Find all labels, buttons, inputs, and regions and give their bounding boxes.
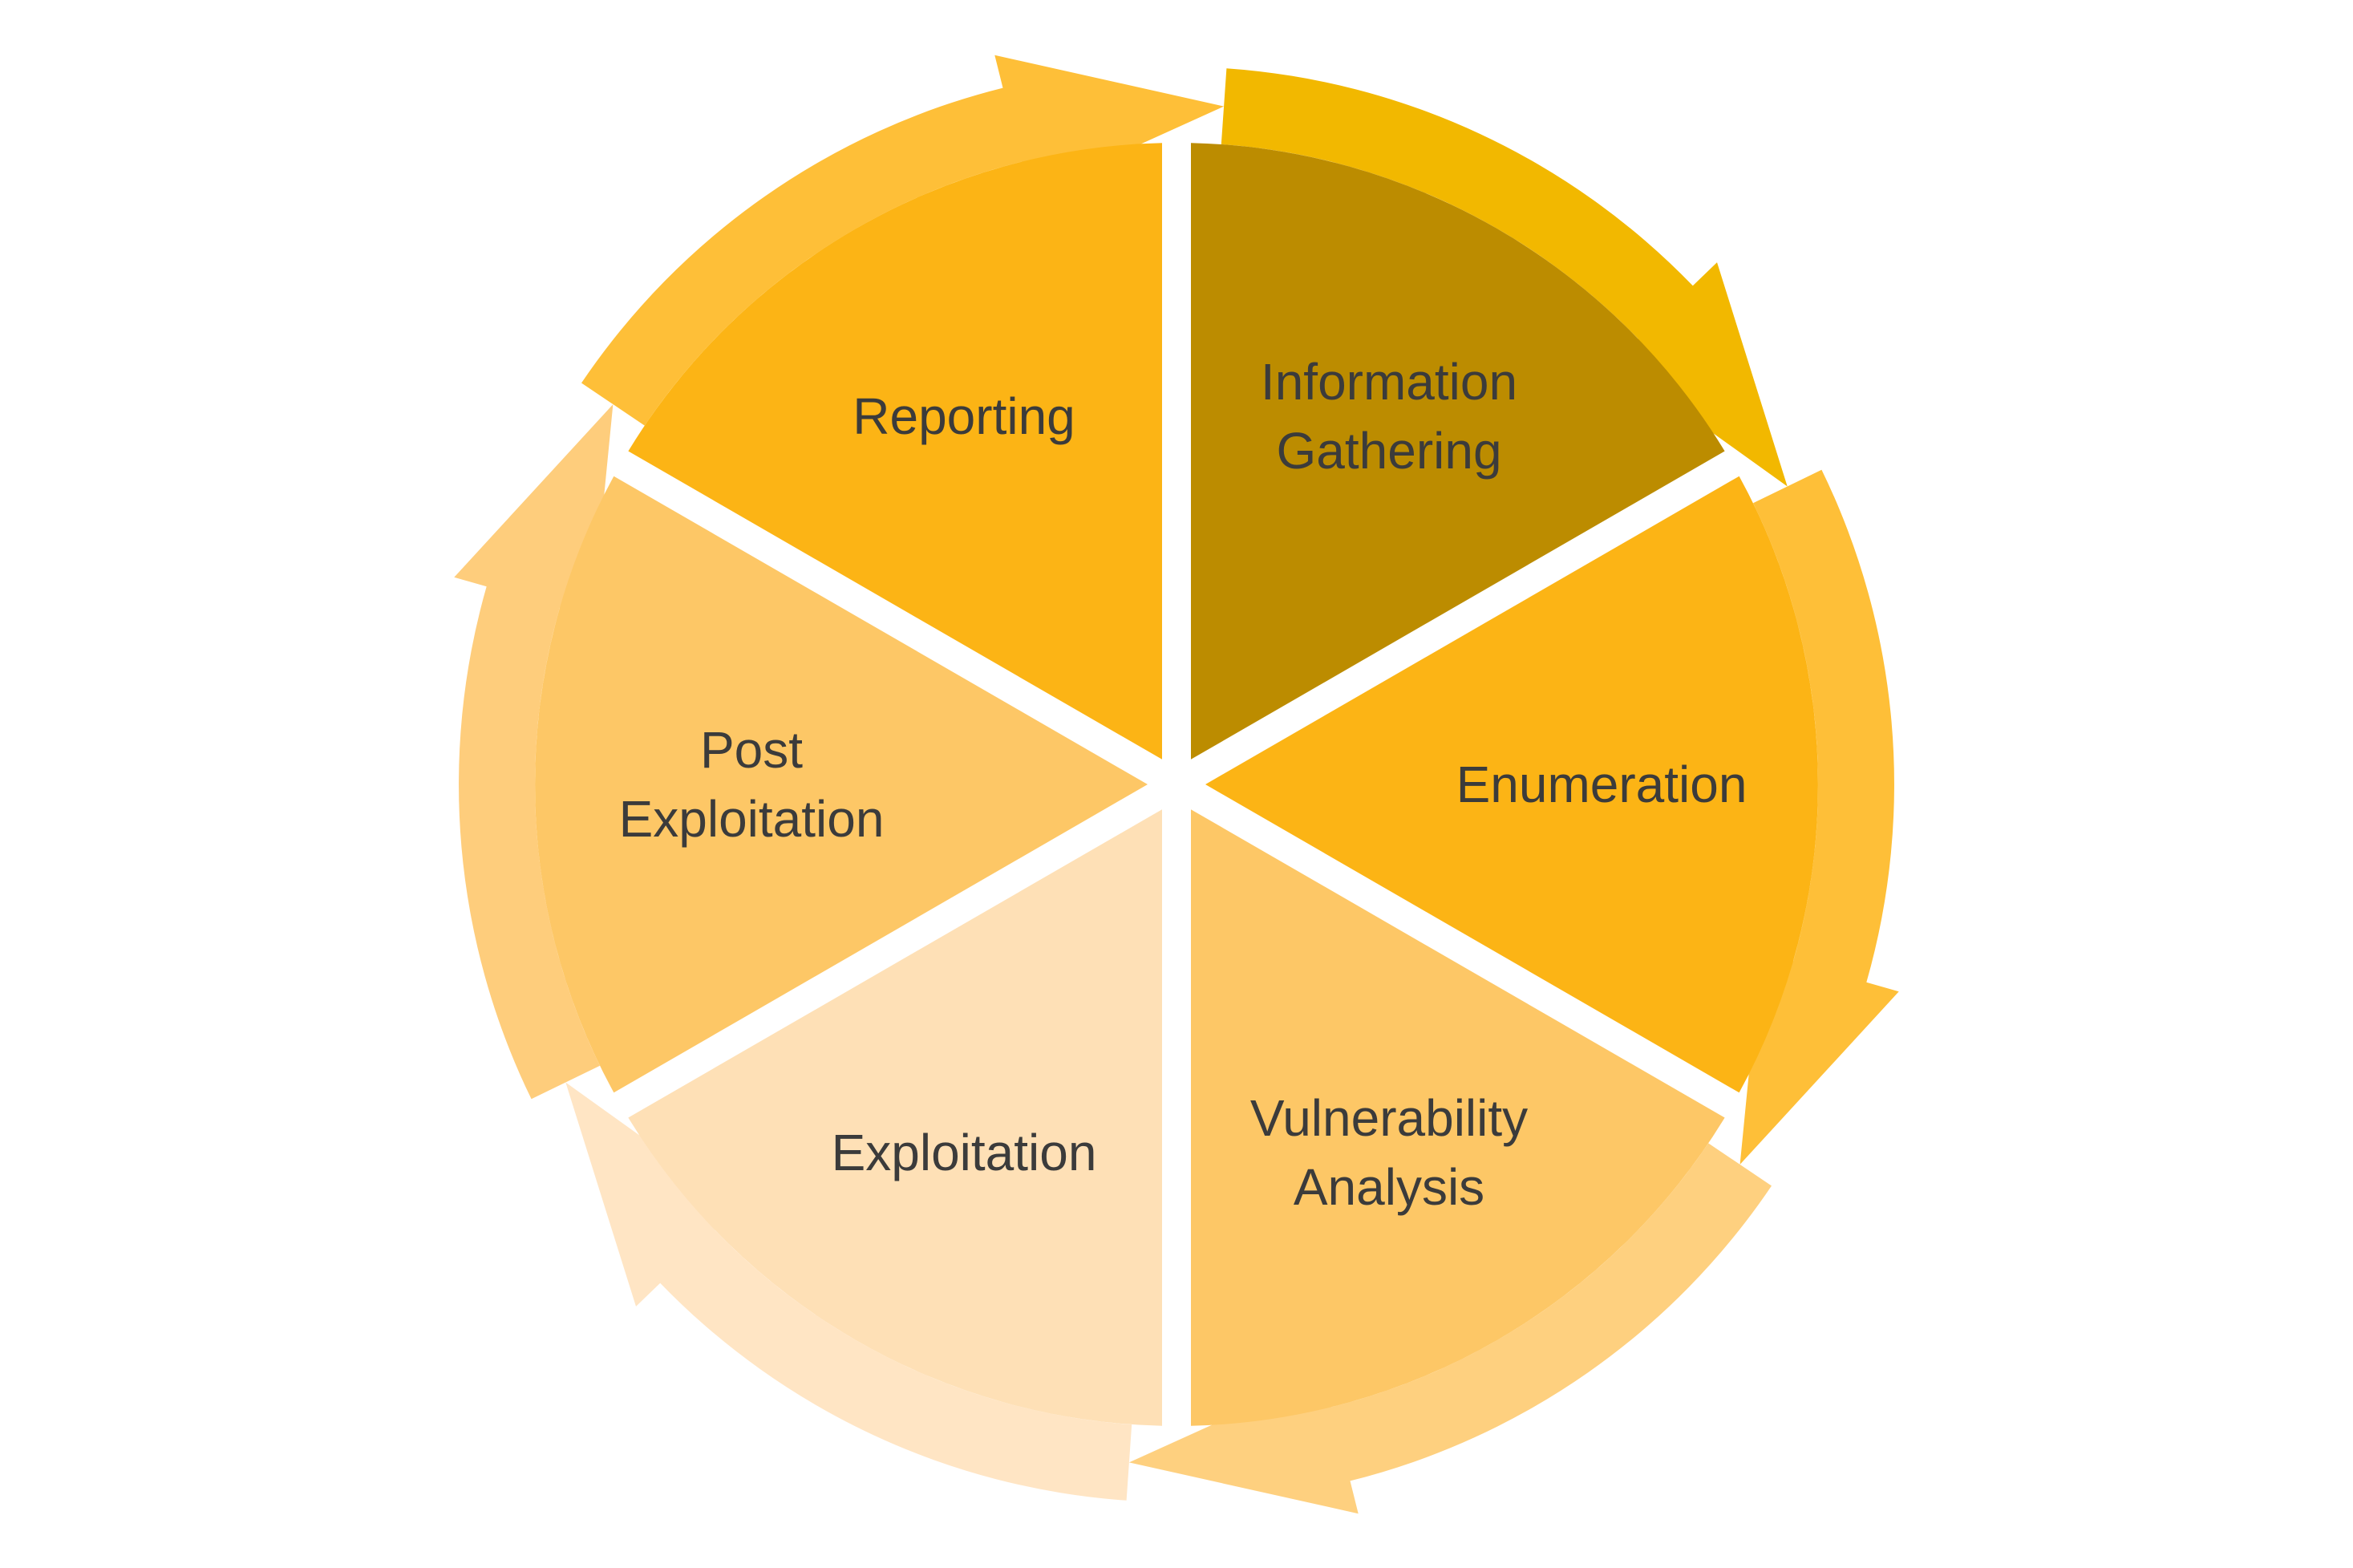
reporting-label: Reporting bbox=[853, 387, 1075, 445]
post-exploitation-label-line: Post bbox=[700, 721, 803, 779]
reporting-segment bbox=[628, 143, 1162, 760]
exploitation-label-line: Exploitation bbox=[832, 1124, 1097, 1181]
post-exploitation-label-line: Exploitation bbox=[619, 790, 885, 848]
enumeration-segment bbox=[1205, 476, 1818, 1093]
reporting-arrow bbox=[581, 55, 1225, 426]
cycle-segments bbox=[535, 143, 1818, 1426]
exploitation-segment bbox=[628, 809, 1162, 1426]
reporting-label-line: Reporting bbox=[853, 387, 1075, 445]
enumeration-label: Enumeration bbox=[1456, 756, 1748, 813]
vulnerability-analysis-label-line: Analysis bbox=[1294, 1158, 1484, 1216]
vulnerability-analysis-arrow bbox=[1128, 1143, 1772, 1514]
information-gathering-label-line: Information bbox=[1261, 353, 1517, 411]
enumeration-label-line: Enumeration bbox=[1456, 756, 1748, 813]
exploitation-label: Exploitation bbox=[832, 1124, 1097, 1181]
vulnerability-analysis-segment bbox=[1191, 809, 1725, 1426]
information-gathering-segment bbox=[1191, 143, 1725, 760]
post-exploitation-segment bbox=[535, 476, 1148, 1093]
information-gathering-label-line: Gathering bbox=[1276, 422, 1501, 480]
vulnerability-analysis-label-line: Vulnerability bbox=[1250, 1089, 1528, 1147]
